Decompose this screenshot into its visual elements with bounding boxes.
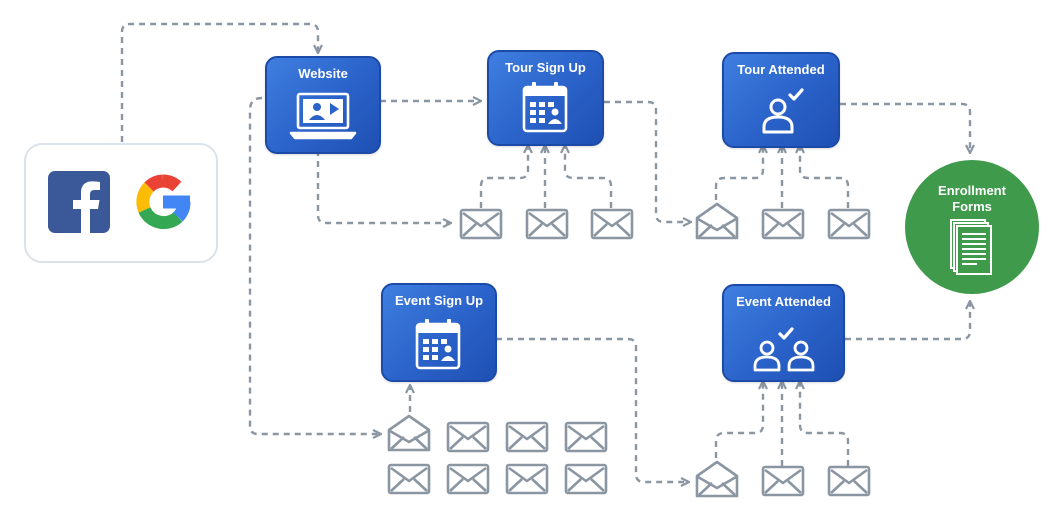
tour-attended-node: Tour Attended: [722, 52, 840, 148]
event-attended-node: Event Attended: [722, 284, 845, 382]
opened-email-icon: [387, 414, 431, 452]
calendar-icon: [415, 319, 461, 370]
event-signup-node-label: Event Sign Up: [394, 293, 484, 308]
calendar-icon: [522, 82, 568, 133]
email-envelope-icon: [505, 463, 549, 495]
people-check-icon: [753, 327, 815, 372]
event-attended-node-label: Event Attended: [736, 294, 831, 309]
connector-source-website: [120, 22, 318, 142]
website-node-label: Website: [298, 66, 348, 81]
email-envelope-icon: [827, 465, 871, 497]
email-envelope-icon: [459, 208, 503, 240]
connector-tour-attended-goal: [840, 102, 970, 152]
documents-icon: [950, 219, 992, 275]
opened-email-icon: [695, 202, 739, 240]
email-envelope-icon: [525, 208, 569, 240]
email-envelope-icon: [827, 208, 871, 240]
video-laptop-icon: [289, 92, 357, 140]
email-envelope-icon: [387, 463, 431, 495]
event-signup-node: Event Sign Up: [381, 283, 497, 382]
tour-signup-node-label: Tour Sign Up: [505, 60, 586, 75]
connector-event-attended-goal: [845, 302, 970, 341]
connector-website-event-emails: [248, 96, 380, 434]
email-envelope-icon: [446, 421, 490, 453]
website-node: Website: [265, 56, 381, 154]
email-envelope-icon: [761, 465, 805, 497]
email-envelope-icon: [446, 463, 490, 495]
connector-event-signup-next: [496, 337, 688, 482]
traffic-source-box: [24, 143, 218, 263]
enrollment-forms-label: Enrollment Forms: [938, 183, 1006, 214]
facebook-icon: [48, 171, 110, 233]
email-envelope-icon: [761, 208, 805, 240]
email-envelope-icon: [564, 421, 608, 453]
google-icon: [136, 174, 191, 230]
email-envelope-icon: [505, 421, 549, 453]
connector-tour-signup-next: [604, 100, 690, 222]
opened-email-icon: [695, 460, 739, 498]
enrollment-forms-goal: Enrollment Forms: [905, 160, 1039, 294]
tour-attended-node-label: Tour Attended: [737, 62, 825, 77]
email-envelope-icon: [564, 463, 608, 495]
email-envelope-icon: [590, 208, 634, 240]
person-check-icon: [762, 88, 804, 134]
tour-signup-node: Tour Sign Up: [487, 50, 604, 146]
connector-website-emails: [316, 150, 450, 223]
